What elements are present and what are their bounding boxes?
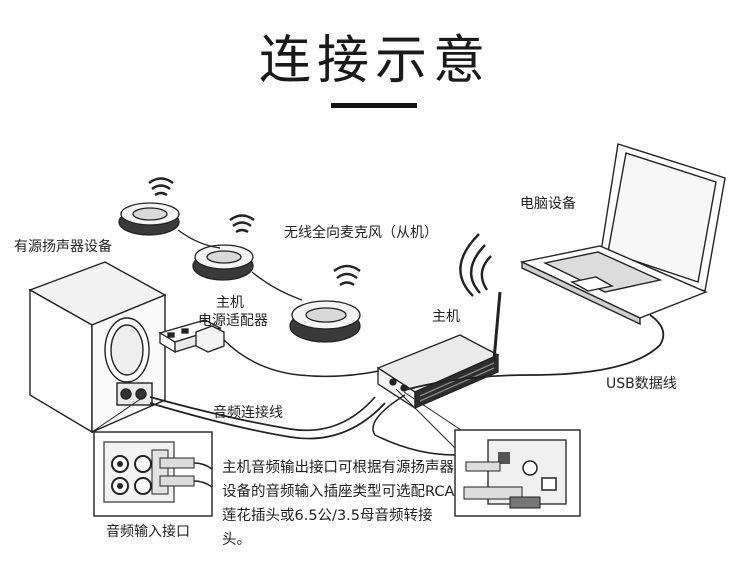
callout-line-1 <box>395 388 459 452</box>
speaker-label: 有源扬声器设备 <box>14 239 112 255</box>
power-adapter-label-2: 电源适配器 <box>198 313 268 329</box>
usb-cable-label: USB数据线 <box>606 376 677 392</box>
callout-line-3 <box>91 397 143 433</box>
callout-line-2 <box>403 391 471 437</box>
host-label: 主机 <box>432 309 460 325</box>
connection-note: 主机音频输出接口可根据有源扬声器设备的音频输入插座类型可选配RCA莲花插头或6.… <box>222 460 455 548</box>
audio-cable-label: 音频连接线 <box>213 405 283 421</box>
title-underline <box>331 103 417 108</box>
host-unit <box>376 233 502 410</box>
wireless-mic-2 <box>192 214 255 281</box>
audio-cable-path <box>149 396 376 432</box>
mic-link-cable-2 <box>251 271 303 301</box>
audio-input-inset <box>93 431 213 517</box>
mic-link-cable <box>177 229 221 249</box>
audio-input-label: 音频输入接口 <box>106 524 190 540</box>
speaker-cabinet <box>28 261 167 434</box>
wireless-mic-3 <box>289 264 361 343</box>
power-adapter-label-1: 主机 <box>216 295 244 311</box>
audio-cable-path-2 <box>149 402 386 440</box>
computer-label: 电脑设备 <box>520 196 576 212</box>
power-adapter <box>158 319 225 354</box>
page-title: 连接示意 <box>258 31 491 91</box>
power-cable <box>223 339 380 378</box>
wireless-mic-label: 无线全向麦克风（从机） <box>284 225 438 241</box>
laptop <box>519 143 726 326</box>
host-pointer-cable <box>372 394 456 456</box>
host-panel-inset <box>454 429 581 517</box>
wireless-mic-1 <box>118 177 180 236</box>
usb-cable-path <box>404 314 665 391</box>
